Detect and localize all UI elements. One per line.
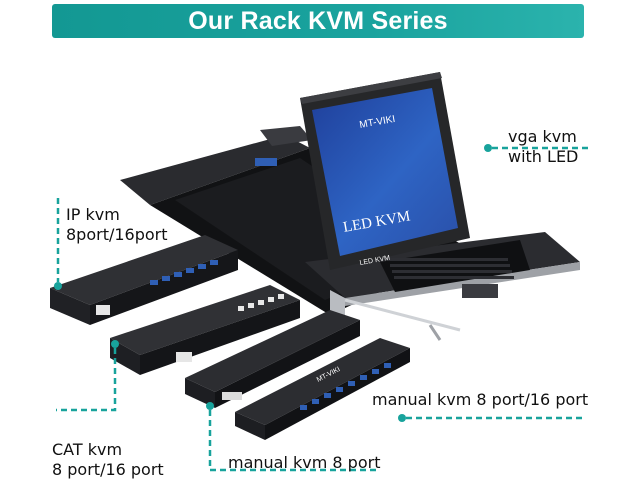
cat-kvm-device — [110, 285, 300, 375]
manual-kvm-8-device — [185, 310, 360, 408]
leader-lines — [54, 144, 592, 472]
keyboard-tray — [305, 232, 580, 341]
vga-kvm-label: vga kvm with LED — [508, 127, 579, 166]
keyboard-keys — [388, 258, 514, 279]
title-banner: Our Rack KVM Series — [52, 4, 584, 38]
cat-kvm-label: CAT kvm 8 port/16 port — [52, 440, 164, 479]
manual-kvm-16-device — [235, 338, 410, 440]
lcd-monitor — [300, 72, 470, 270]
manual-kvm-16-label: manual kvm 8 port/16 port — [372, 390, 589, 409]
page-title: Our Rack KVM Series — [188, 6, 448, 35]
manual-kvm-8-label: manual kvm 8 port — [228, 453, 381, 472]
ip-kvm-device — [50, 235, 238, 325]
ip-kvm-label: IP kvm 8port/16port — [66, 205, 168, 244]
